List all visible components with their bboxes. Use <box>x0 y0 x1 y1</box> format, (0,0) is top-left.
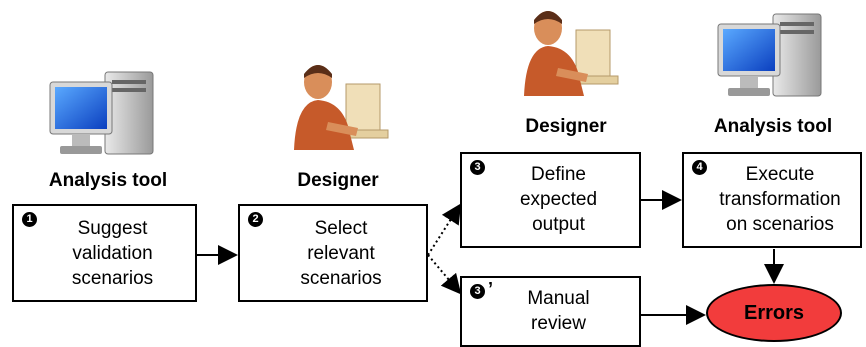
actor-label-designer-2: Designer <box>525 116 607 137</box>
step-4-text: Execute transformation on scenarios <box>719 164 841 235</box>
actor-label-analysis-tool-2: Analysis tool <box>713 116 833 137</box>
step-3prime-box: 3 Manual review <box>460 276 641 347</box>
computer-icon <box>49 71 154 155</box>
designer-person-icon-2 <box>524 11 619 96</box>
step-number-badge: 1 <box>22 212 37 227</box>
dotted-arrow-step2-to-step3 <box>427 203 462 256</box>
step-number-badge: 4 <box>692 160 707 175</box>
step-1-text: Suggest validation scenarios <box>71 218 154 289</box>
designer-person-icon <box>294 65 389 150</box>
actor-label-analysis-tool: Analysis tool <box>48 170 168 191</box>
step-number-badge: 2 <box>248 212 263 227</box>
step-3-text: Define expected output <box>519 164 598 235</box>
errors-ellipse: Errors <box>706 284 842 342</box>
step-number-badge: 3 <box>470 282 493 299</box>
step-number-badge: 3 <box>470 160 485 175</box>
step-4-box: 4 Execute transformation on scenarios <box>682 152 862 248</box>
computer-icon-2 <box>717 13 822 97</box>
actor-label-designer: Designer <box>297 170 379 191</box>
step-2-text: Select relevant scenarios <box>300 218 382 289</box>
step-1-box: 1 Suggest validation scenarios <box>12 204 197 302</box>
step-2-box: 2 Select relevant scenarios <box>238 204 428 302</box>
step-3prime-text: Manual review <box>527 288 590 334</box>
step-3-box: 3 Define expected output <box>460 152 641 248</box>
dotted-arrow-step2-to-step3prime <box>427 254 462 295</box>
